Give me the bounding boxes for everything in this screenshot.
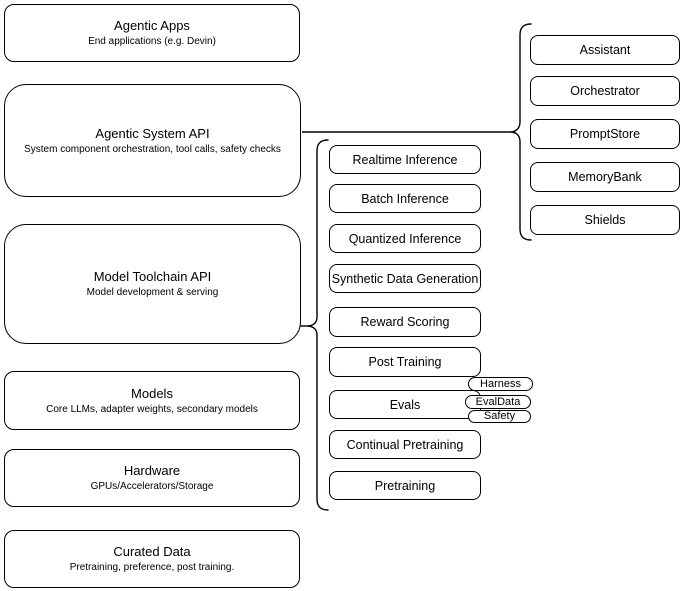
node-shields: Shields — [530, 205, 680, 235]
node-reward-scoring: Reward Scoring — [329, 307, 481, 337]
node-promptstore: PromptStore — [530, 119, 680, 149]
box-models: Models Core LLMs, adapter weights, secon… — [4, 371, 300, 430]
node-orchestrator: Orchestrator — [530, 76, 680, 106]
box-curated-data: Curated Data Pretraining, preference, po… — [4, 530, 300, 588]
box-title: Agentic System API — [95, 125, 210, 141]
node-continual-pretraining: Continual Pretraining — [329, 430, 481, 459]
tag-safety: Safety — [468, 410, 531, 423]
toolchain-brace — [306, 139, 329, 511]
box-title: Hardware — [123, 463, 181, 478]
node-assistant: Assistant — [530, 35, 680, 65]
tag-evaldata: EvalData — [465, 395, 531, 409]
node-batch-inference: Batch Inference — [329, 184, 481, 213]
box-hardware: Hardware GPUs/Accelerators/Storage — [4, 449, 300, 507]
box-model-toolchain-api: Model Toolchain API Model development & … — [4, 224, 301, 344]
node-realtime-inference: Realtime Inference — [329, 145, 481, 174]
box-subtitle: GPUs/Accelerators/Storage — [90, 481, 214, 492]
tag-harness: Harness — [468, 377, 533, 391]
box-title: Agentic Apps — [114, 18, 190, 33]
box-title: Models — [131, 385, 173, 401]
node-quantized-inference: Quantized Inference — [329, 224, 481, 253]
box-subtitle: System component orchestration, tool cal… — [24, 143, 281, 155]
box-subtitle: Pretraining, preference, post training. — [69, 562, 235, 573]
node-pretraining: Pretraining — [329, 471, 481, 500]
box-title: Curated Data — [113, 544, 191, 559]
box-subtitle: Core LLMs, adapter weights, secondary mo… — [46, 403, 258, 415]
box-agentic-apps: Agentic Apps End applications (e.g. Devi… — [4, 4, 300, 62]
box-subtitle: Model development & serving — [86, 287, 219, 298]
node-memorybank: MemoryBank — [530, 162, 680, 192]
node-post-training: Post Training — [329, 347, 481, 377]
box-subtitle: End applications (e.g. Devin) — [88, 36, 216, 47]
node-synthetic-data-generation: Synthetic Data Generation — [329, 264, 481, 293]
node-evals: Evals — [329, 390, 481, 419]
system-components-brace — [509, 23, 532, 241]
box-title: Model Toolchain API — [93, 269, 212, 284]
box-agentic-system-api: Agentic System API System component orch… — [4, 84, 301, 197]
